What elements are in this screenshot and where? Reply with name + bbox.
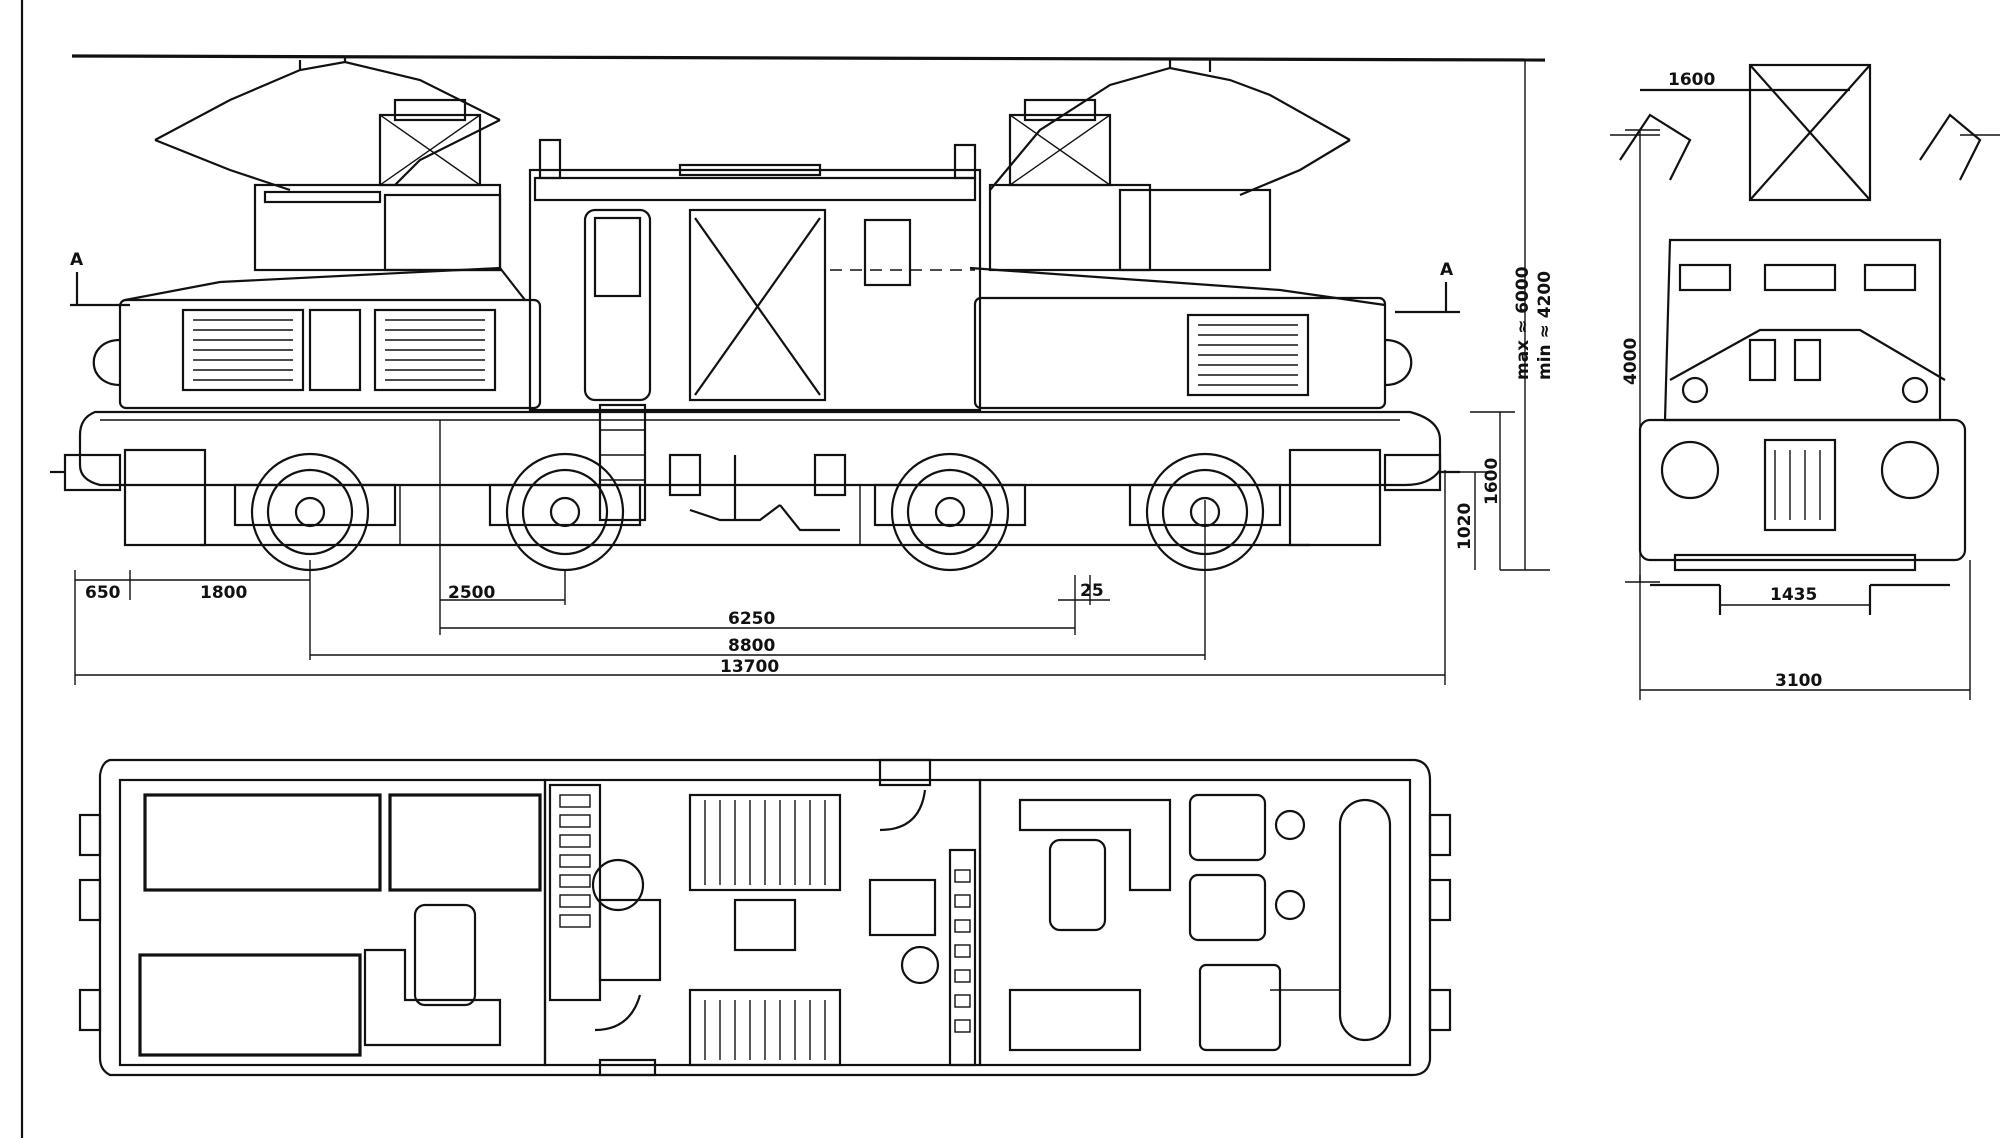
end-dim-1435: 1435 [1770, 585, 1817, 605]
plan-view [78, 758, 1452, 1077]
vertical-dimensions [1445, 60, 1550, 571]
wheel-2 [488, 452, 642, 572]
dim-1600-height: 1600 [1482, 458, 1502, 505]
end-dim-4000: 4000 [1621, 338, 1641, 385]
dim-25: 25 [1080, 581, 1104, 601]
horizontal-dimensions [74, 420, 1446, 685]
dim-1020: 1020 [1455, 503, 1475, 550]
dim-8800: 8800 [728, 636, 775, 656]
central-linkage [668, 453, 847, 532]
section-mark-right: A [1440, 260, 1454, 280]
end-dim-1600: 1600 [1668, 70, 1715, 90]
end-dim-3100: 3100 [1775, 671, 1822, 691]
dim-650: 650 [85, 583, 121, 603]
section-mark-left: A [70, 250, 84, 270]
dim-max-height: max ≈ 6000 [1513, 266, 1533, 380]
dim-1800: 1800 [200, 583, 247, 603]
running-gear [123, 448, 1382, 547]
wheel-3 [873, 452, 1027, 572]
dim-min-height: min ≈ 4200 [1535, 271, 1555, 380]
pantograph-left [154, 56, 501, 192]
dim-2500: 2500 [448, 583, 495, 603]
pantograph-right [989, 58, 1351, 197]
dim-6250: 6250 [728, 609, 775, 629]
side-view: A A 650 1800 2500 6250 25 8800 [50, 54, 1555, 685]
contact-wire [71, 54, 1546, 62]
wheel-1 [233, 452, 397, 572]
end-view [1610, 63, 2000, 700]
dim-13700: 13700 [720, 657, 779, 677]
